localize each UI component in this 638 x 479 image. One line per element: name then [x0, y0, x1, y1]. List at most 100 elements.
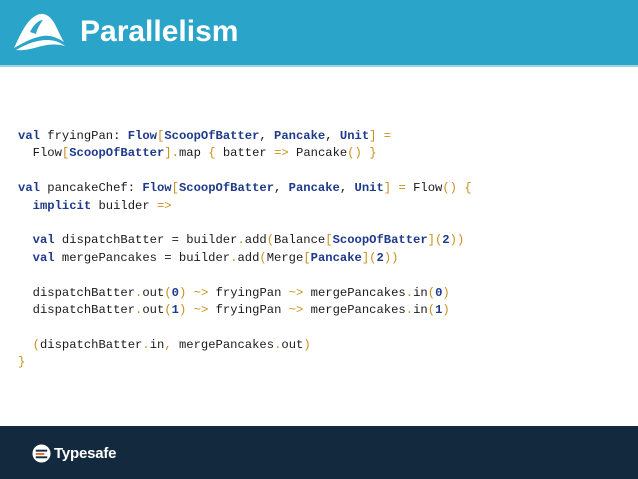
code-token: out — [142, 285, 165, 300]
code-token: 2 — [376, 250, 384, 265]
code-token: builder — [91, 198, 157, 213]
code-line: val pancakeChef: Flow[ScoopOfBatter, Pan… — [18, 181, 472, 195]
code-token: . — [142, 337, 150, 352]
code-token: [ — [303, 250, 311, 265]
code-token: ) — [442, 285, 450, 300]
code-line: dispatchBatter.out(1) ~> fryingPan ~> me… — [18, 303, 450, 317]
code-token: )) — [383, 250, 399, 265]
code-token: add — [237, 250, 260, 265]
code-token: implicit — [32, 198, 92, 213]
code-token: } — [18, 355, 26, 370]
code-token: ) — [178, 285, 187, 300]
code-token: dispatchBatter — [18, 303, 136, 318]
code-token: val — [32, 233, 55, 248]
code-token: , — [274, 181, 289, 196]
code-token: val — [32, 250, 55, 265]
code-token: dispatchBatter = builder — [54, 233, 238, 248]
code-token: ]( — [361, 250, 377, 265]
code-token — [18, 199, 33, 213]
code-token: Pancake — [274, 129, 326, 143]
code-token: pancakeChef: — [39, 181, 143, 196]
code-token: Balance — [274, 233, 326, 248]
code-token: mergePancakes — [303, 285, 406, 300]
code-token: , — [339, 181, 355, 196]
code-token: fryingPan — [208, 303, 289, 318]
code-line: implicit builder => — [18, 199, 172, 213]
code-token: ~> — [288, 285, 304, 300]
code-token: [ — [61, 146, 70, 161]
code-token: mergePancakes = builder — [54, 250, 231, 265]
code-token: () — [347, 146, 362, 161]
code-token: 0 — [435, 285, 443, 300]
code-token: , — [259, 129, 275, 143]
code-token: 1 — [171, 303, 179, 318]
code-token: = — [383, 129, 392, 143]
code-token: out — [142, 303, 165, 318]
code-token: . — [405, 303, 414, 318]
code-line: val mergePancakes = builder.add(Merge[Pa… — [18, 250, 399, 265]
code-token: in — [149, 337, 165, 352]
code-token: ScoopOfBatter — [332, 233, 428, 248]
code-token: Flow — [405, 181, 443, 196]
code-token: ( — [259, 250, 267, 265]
code-token: )) — [449, 233, 465, 248]
code-line: val dispatchBatter = builder.add(Balance… — [18, 233, 465, 248]
code-token — [186, 286, 193, 300]
code-token: ( — [427, 285, 436, 300]
code-token: => — [274, 146, 289, 161]
code-token: ] — [383, 181, 392, 196]
code-token: 0 — [171, 285, 179, 300]
code-token: in — [413, 285, 428, 300]
code-token — [18, 338, 33, 352]
code-line: Flow[ScoopOfBatter].map { batter => Panc… — [18, 146, 377, 160]
code-token: } — [369, 146, 377, 161]
mountain-wave-logo-icon — [14, 13, 65, 51]
header-divider — [0, 65, 638, 67]
footer-brand: Typesafe — [54, 444, 117, 462]
code-token: ~> — [193, 303, 209, 318]
code-block: val fryingPan: Flow[ScoopOfBatter, Panca… — [18, 128, 472, 372]
code-line: } — [18, 355, 25, 369]
code-token: => — [156, 198, 172, 213]
code-token: fryingPan: — [39, 129, 128, 143]
code-token: . — [171, 146, 179, 161]
code-token: dispatchBatter — [18, 285, 136, 300]
code-token: ] — [164, 146, 172, 161]
code-token: ]( — [427, 233, 443, 248]
code-token: fryingPan — [208, 285, 289, 300]
code-token: ( — [164, 285, 172, 300]
code-token: 2 — [442, 233, 450, 248]
code-token: dispatchBatter — [39, 337, 143, 352]
code-token — [18, 251, 33, 265]
code-token: . — [135, 303, 143, 318]
slide-footer: Typesafe — [0, 426, 638, 479]
code-line: (dispatchBatter.in, mergePancakes.out) — [18, 338, 311, 352]
code-token: Pancake — [288, 181, 340, 196]
code-token: Pancake — [310, 250, 362, 265]
code-token: Merge — [266, 250, 304, 265]
code-token: ( — [427, 303, 436, 318]
footer-logo: Typesafe — [32, 443, 117, 463]
code-token: . — [405, 285, 414, 300]
code-token: 1 — [435, 303, 443, 318]
code-token: ] — [369, 129, 377, 143]
code-token: { — [464, 181, 472, 196]
code-token — [376, 129, 383, 143]
code-token: mergePancakes — [303, 303, 406, 318]
code-token: val — [18, 129, 40, 143]
code-line: dispatchBatter.out(0) ~> fryingPan ~> me… — [18, 286, 450, 300]
code-token — [18, 233, 33, 247]
code-token: ) — [303, 337, 311, 352]
code-token: out — [281, 337, 304, 352]
code-token: in — [413, 303, 428, 318]
code-token: Flow — [127, 129, 157, 143]
code-token: ) — [442, 303, 450, 318]
code-token: { — [208, 146, 216, 161]
code-token: . — [237, 233, 245, 248]
code-token: ( — [32, 337, 40, 352]
code-token: ( — [266, 233, 275, 248]
code-token: [ — [325, 233, 333, 248]
code-token: , — [325, 129, 340, 143]
code-token: [ — [171, 181, 179, 196]
code-token: map — [178, 146, 209, 161]
